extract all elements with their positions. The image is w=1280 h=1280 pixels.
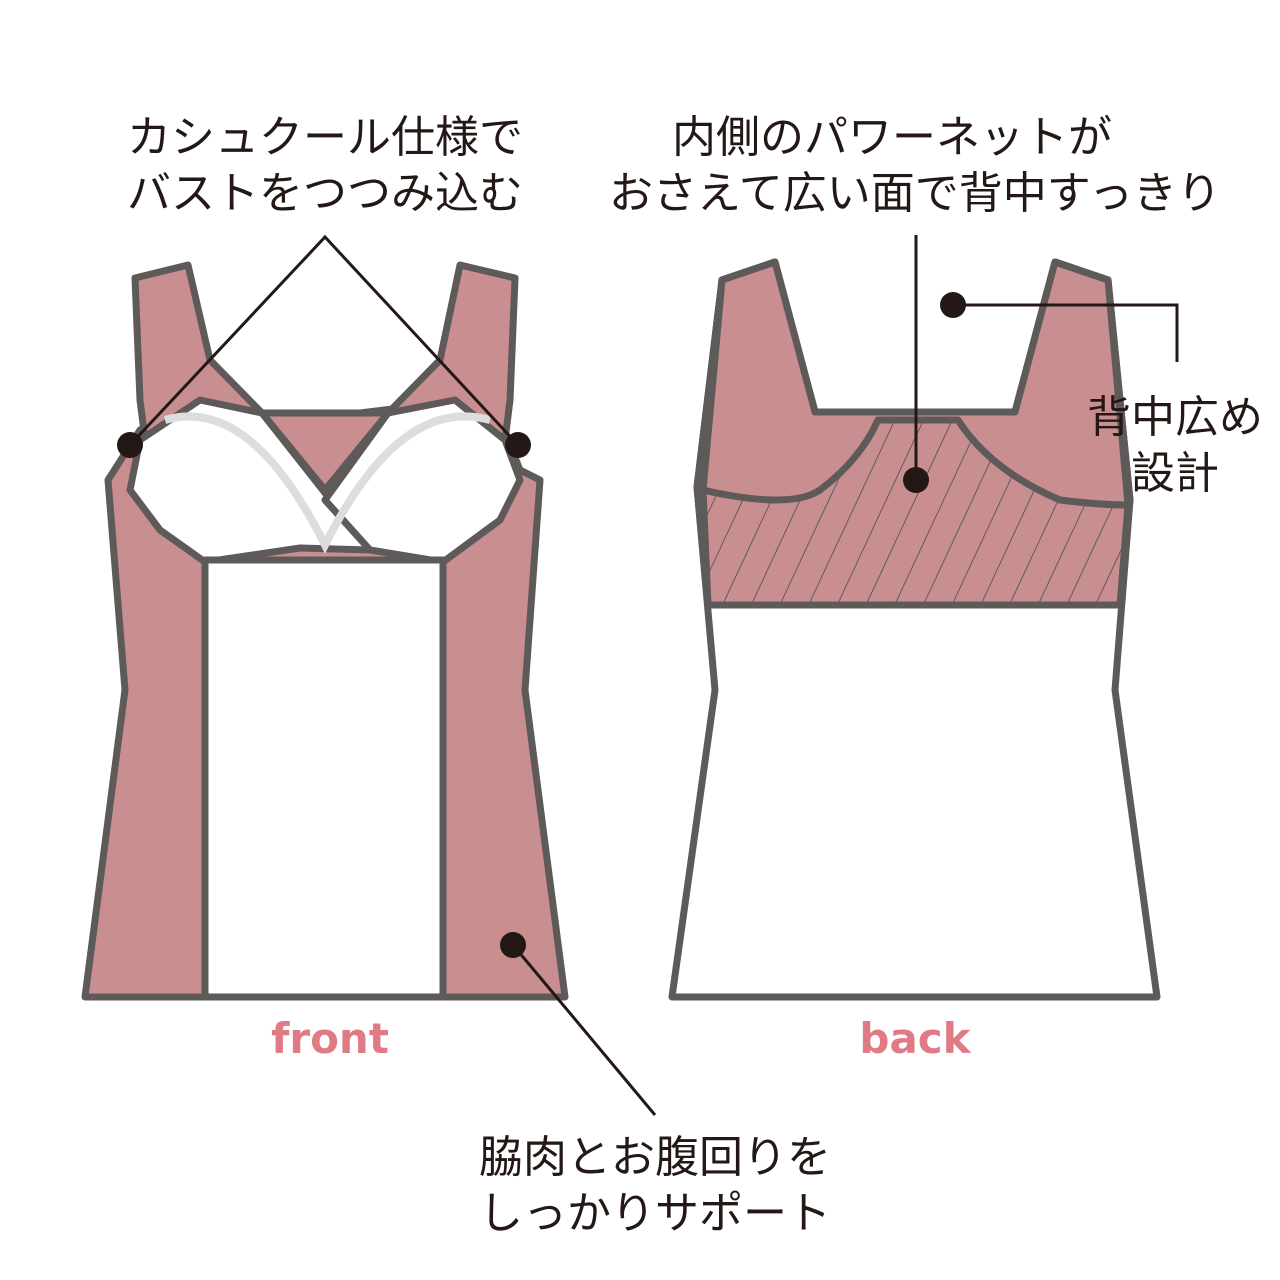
bust-callout-line2: バストをつつみ込む (127, 168, 523, 219)
side-callout-line1: 脇肉とお腹回りを (479, 1132, 831, 1183)
side-dot (500, 932, 526, 958)
bust-callout-line1: カシュクール仕様で (127, 112, 523, 163)
bust-dot-right (505, 432, 531, 458)
side-callout-line2: しっかりサポート (479, 1188, 831, 1239)
callout-leaders (117, 234, 1179, 1116)
front-label: front (271, 1014, 389, 1063)
front-right-cup (321, 396, 524, 566)
back-inner-curve (699, 258, 1132, 509)
powernet-dot (903, 467, 929, 493)
back-garment (668, 258, 1161, 1001)
front-garment (81, 261, 569, 1001)
wide-back-callout-line1: 背中広め (1087, 392, 1263, 443)
powernet-callout-line1: 内側のパワーネットが (672, 112, 1112, 163)
wide-back-callout-line2: 設計 (1131, 448, 1219, 499)
back-label: back (859, 1014, 971, 1063)
bust-dot-left (117, 432, 143, 458)
wide-back-dot (940, 292, 966, 318)
front-center-panel (201, 556, 447, 1001)
front-center-gore (258, 409, 392, 494)
front-underwire (163, 412, 492, 554)
powernet-callout-line2: おさえて広い面で背中すっきり (609, 168, 1221, 219)
